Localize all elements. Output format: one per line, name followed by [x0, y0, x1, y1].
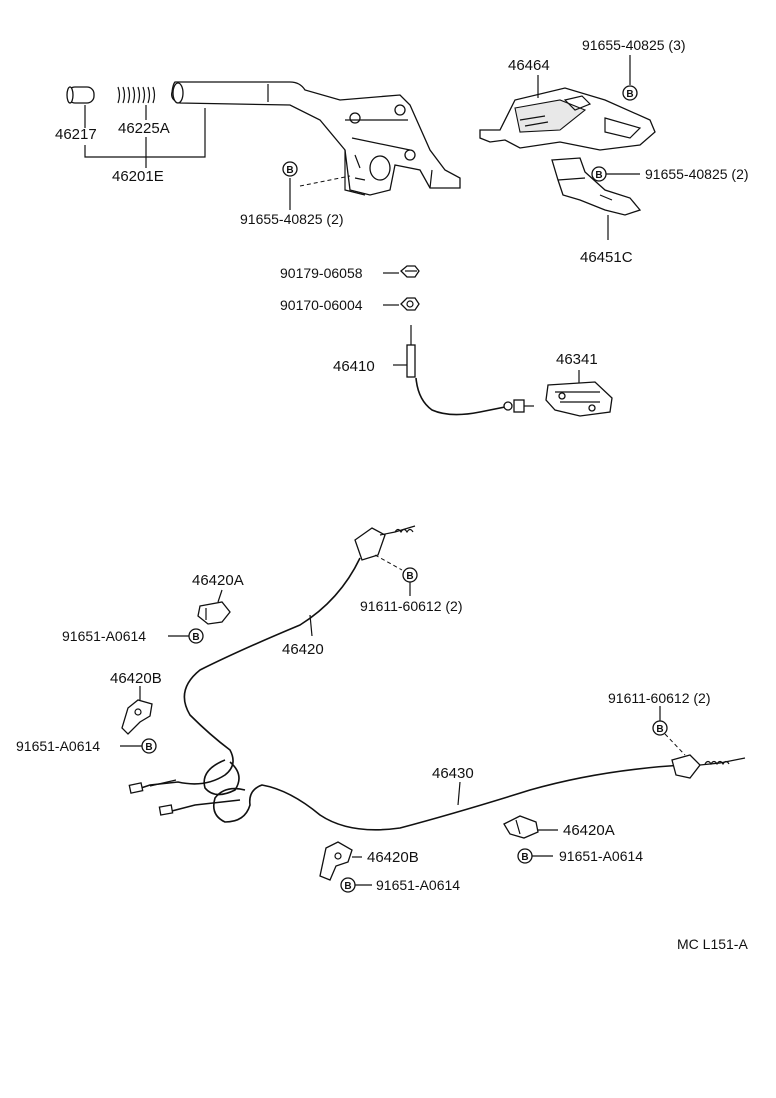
label-46225A: 46225A	[118, 120, 170, 137]
bolt-marker-46464	[622, 85, 638, 101]
label-91611-60612-right: 91611-60612 (2)	[608, 690, 710, 706]
label-46420A-right: 46420A	[563, 822, 615, 839]
bolt-mark-text: B	[286, 165, 293, 176]
cable-46420	[128, 525, 416, 796]
clip-46341	[545, 381, 613, 417]
clip-46420A-top	[197, 601, 231, 625]
bolt-mark-text: B	[595, 170, 602, 181]
nut-90179	[400, 265, 420, 278]
bolt-mark-text: B	[192, 632, 199, 643]
label-46410: 46410	[333, 358, 375, 375]
clip-46420A-right	[503, 815, 539, 839]
nuts-and-front-cable: 90179-06058 90170-06004 46410 46341	[280, 265, 613, 417]
label-91651-A0614-top: 91651-A0614	[62, 628, 146, 644]
label-90170-06004: 90170-06004	[280, 297, 363, 313]
bracket-group: B B 46464 91655-40825 (3) 91655-40825 (2…	[479, 37, 749, 266]
label-46420A-top: 46420A	[192, 572, 244, 589]
label-91651-A0614-bottom: 91651-A0614	[376, 877, 460, 893]
label-46430: 46430	[432, 765, 474, 782]
bolt-mark-text: B	[344, 881, 351, 892]
bolt-marker-lever	[282, 161, 298, 177]
bolt-mark-text: B	[145, 742, 152, 753]
bracket-46451C	[551, 157, 642, 216]
bolt-mark-text: B	[656, 724, 663, 735]
label-46217: 46217	[55, 126, 97, 143]
cable-46430	[158, 754, 746, 831]
rear-cables: B B B B	[16, 525, 746, 893]
label-46420B-left: 46420B	[110, 670, 162, 687]
label-91651-A0614-left: 91651-A0614	[16, 738, 100, 754]
label-46420: 46420	[282, 641, 324, 658]
label-91655-40825-right: 91655-40825 (2)	[645, 166, 749, 182]
lever-46201E	[171, 81, 461, 196]
label-46420B-bottom: 46420B	[367, 849, 419, 866]
label-90179-06058: 90179-06058	[280, 265, 363, 281]
label-91651-A0614-right: 91651-A0614	[559, 848, 643, 864]
label-46451C: 46451C	[580, 249, 633, 266]
spring-46225A	[117, 86, 156, 104]
label-46464: 46464	[508, 57, 550, 74]
nut-90170	[400, 297, 420, 311]
bracket-46464	[479, 87, 656, 151]
cable-46410	[406, 325, 534, 416]
diagram-reference-code: MC L151-A	[677, 936, 748, 952]
lever-assembly: B 46217 46225A 46201E 91655-40825 (2)	[55, 81, 461, 227]
clip-46420B-bottom	[319, 841, 353, 881]
knob-46217	[66, 86, 95, 104]
bolt-mark-text: B	[521, 852, 528, 863]
bolt-mark-text: B	[406, 571, 413, 582]
label-46201E: 46201E	[112, 168, 164, 185]
label-46341: 46341	[556, 351, 598, 368]
bolt-mark-text: B	[626, 89, 633, 100]
label-91655-40825-left: 91655-40825 (2)	[240, 211, 344, 227]
clip-46420B-left	[121, 699, 153, 735]
label-91611-60612-top: 91611-60612 (2)	[360, 598, 462, 614]
label-91655-40825-top: 91655-40825 (3)	[582, 37, 686, 53]
